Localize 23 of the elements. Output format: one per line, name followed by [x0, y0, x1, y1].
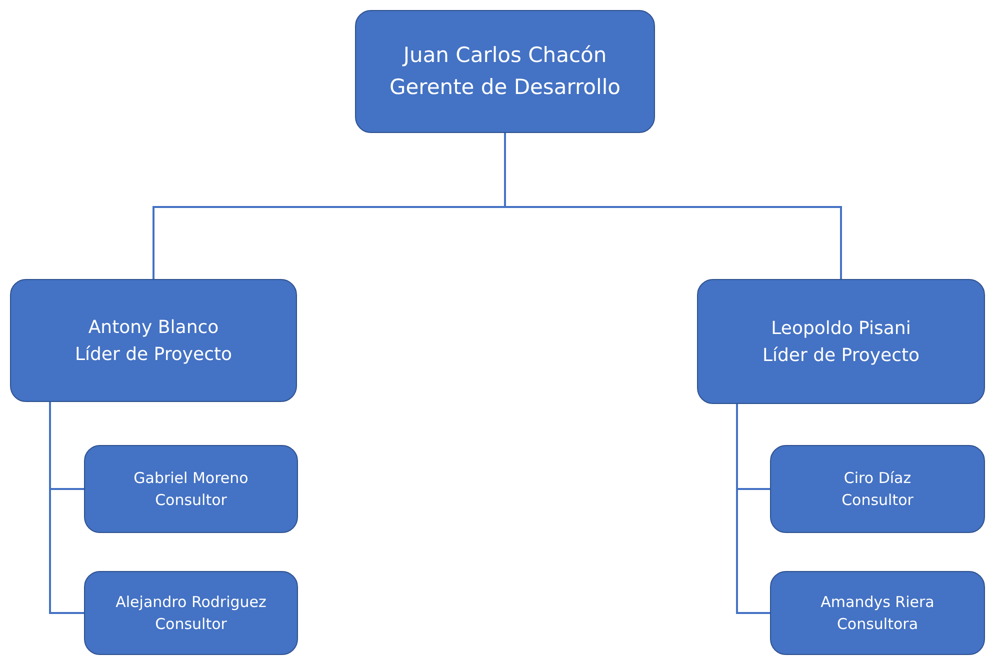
- job-title: Consultor: [842, 490, 914, 511]
- person-name: Ciro Díaz: [844, 468, 912, 488]
- org-chart-box: [84, 445, 298, 533]
- org-chart-box: [770, 571, 985, 655]
- job-title: Consultora: [836, 614, 918, 635]
- job-title: Líder de Proyecto: [762, 344, 920, 368]
- job-title: Gerente de Desarrollo: [389, 74, 621, 100]
- job-title: Consultor: [155, 614, 227, 635]
- job-title: Consultor: [155, 490, 227, 511]
- person-name: Leopoldo Pisani: [771, 316, 911, 340]
- job-title: Líder de Proyecto: [74, 342, 232, 366]
- connector-line: [736, 404, 770, 614]
- org-chart-box: [770, 445, 985, 533]
- connector-line: [49, 402, 84, 614]
- person-name: Juan Carlos Chacón: [403, 42, 607, 69]
- person-name: Gabriel Moreno: [134, 468, 248, 488]
- person-name: Antony Blanco: [88, 316, 219, 340]
- org-chart-box: [10, 279, 297, 402]
- org-chart-box: [84, 571, 298, 655]
- org-chart-box: [355, 10, 655, 133]
- org-chart-box: [697, 279, 985, 404]
- person-name: Amandys Riera: [820, 592, 934, 612]
- person-name: Alejandro Rodriguez: [116, 592, 266, 612]
